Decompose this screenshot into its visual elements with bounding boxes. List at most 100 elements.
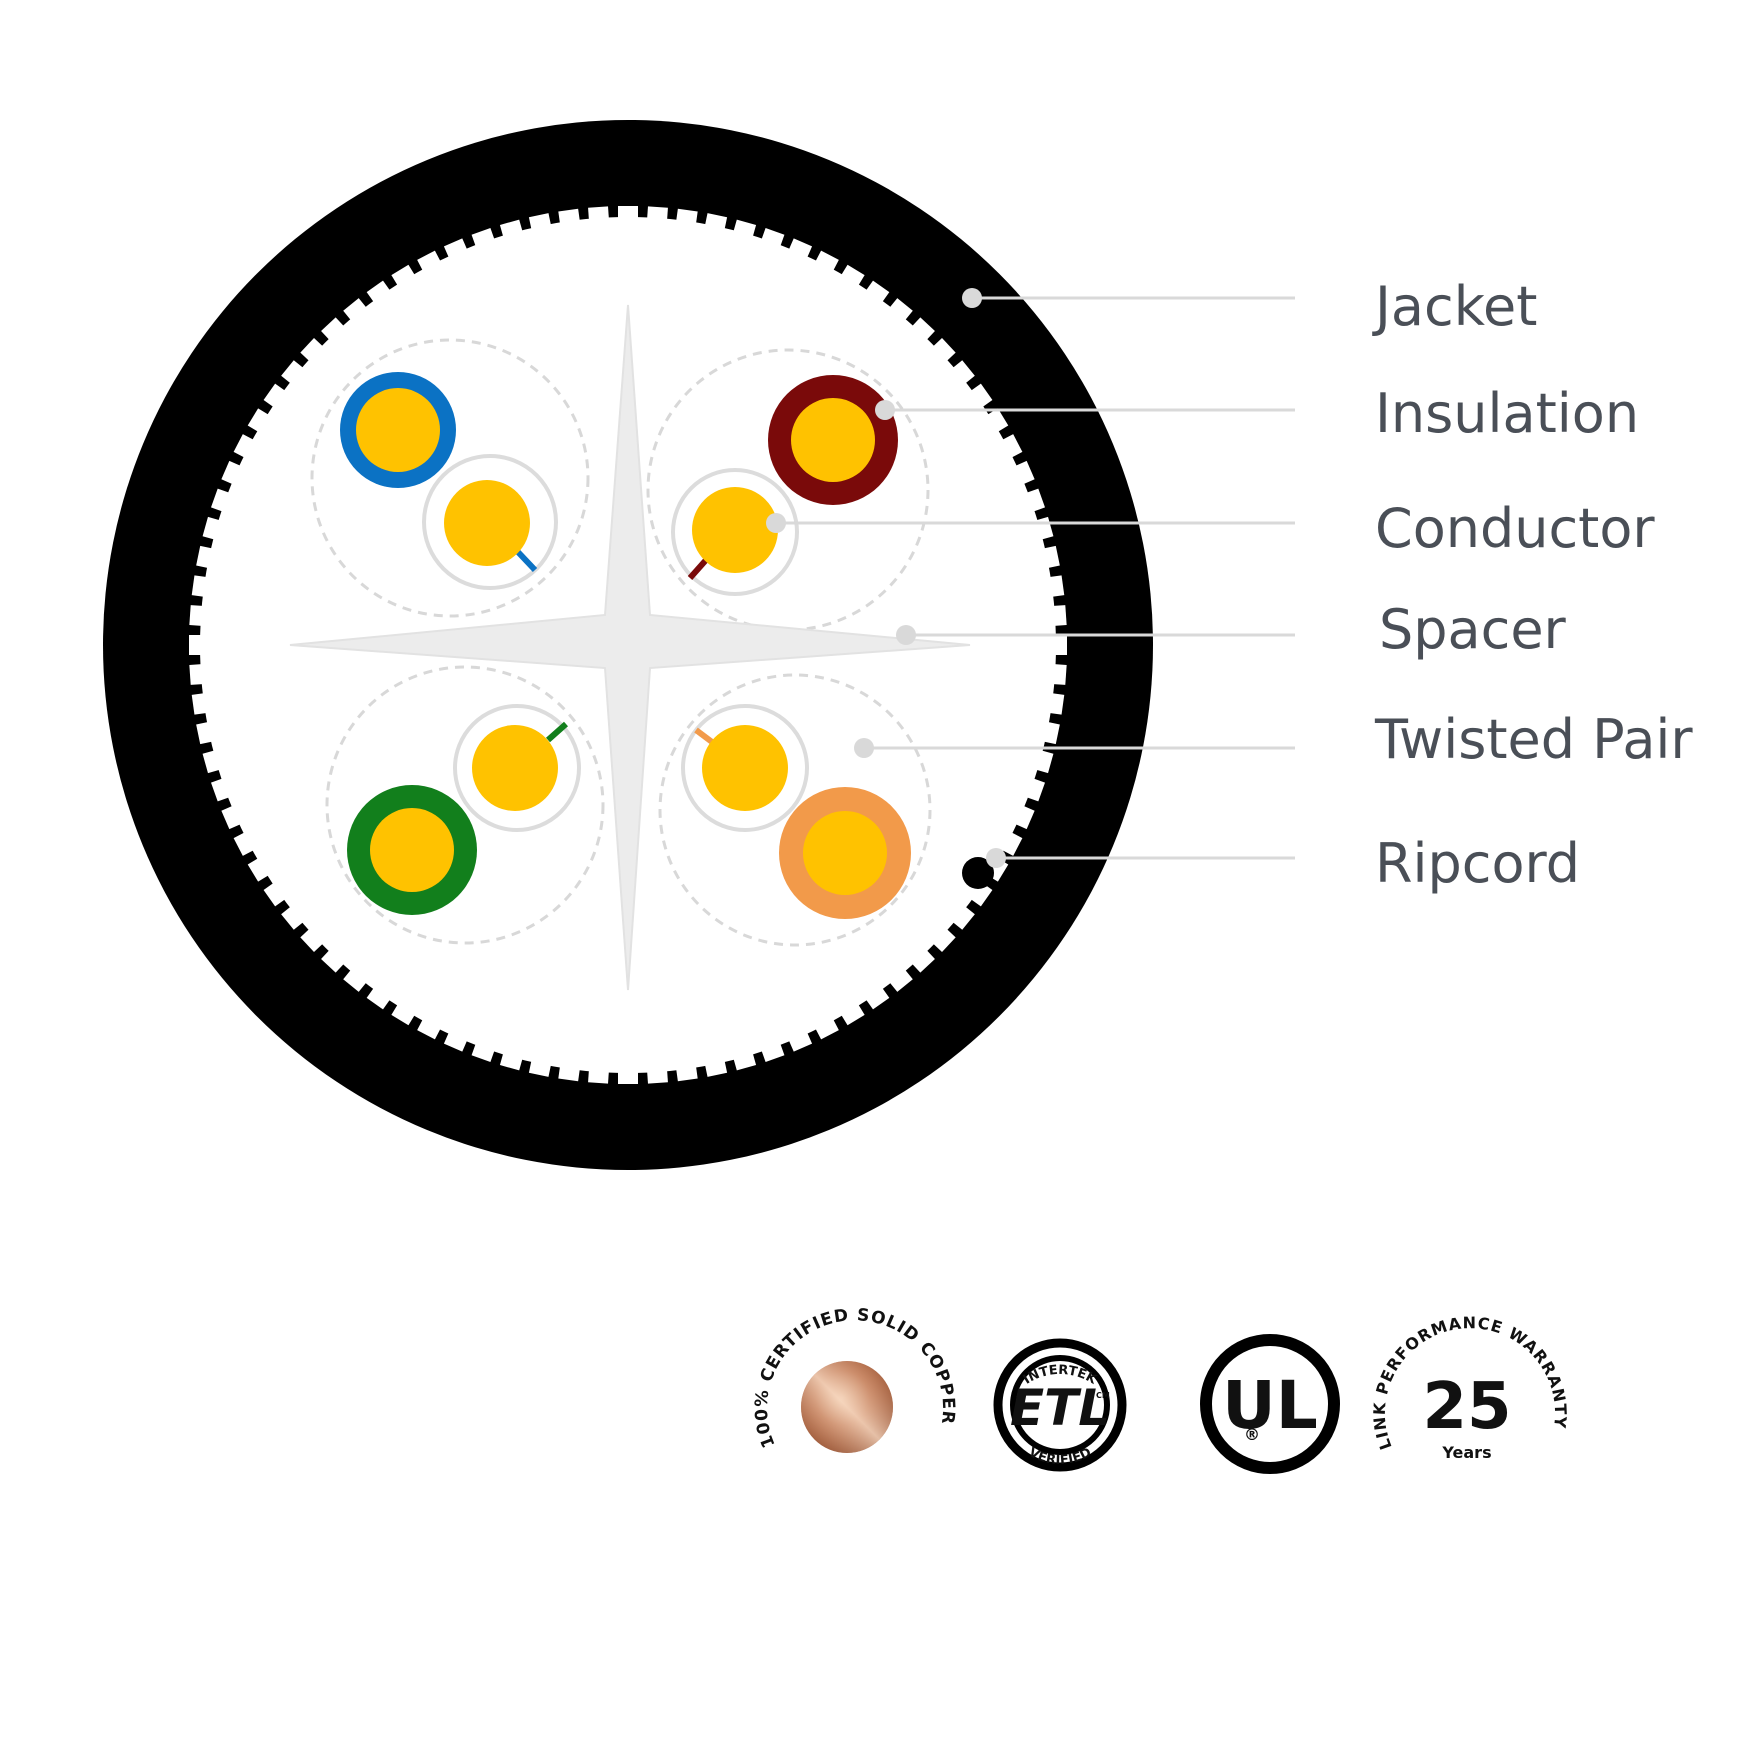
jacket-tooth — [321, 317, 346, 342]
twisted-pair-orange — [681, 704, 911, 919]
warranty-number: 25 — [1422, 1370, 1511, 1444]
spacer-cross — [289, 304, 971, 991]
jacket-tooth — [931, 927, 956, 952]
jacket-tooth — [189, 635, 203, 655]
stripe-brown — [687, 558, 709, 580]
etl-mark: ETL — [1010, 1379, 1110, 1437]
jacket-tooth — [1013, 460, 1035, 485]
jacket-tooth — [985, 408, 1009, 433]
jacket-tooth — [281, 360, 305, 385]
jacket-tooth — [788, 1030, 813, 1052]
jacket-tooth — [417, 1017, 442, 1040]
etl-outer-ring — [993, 1338, 1127, 1472]
label-jacket: Jacket — [1372, 275, 1537, 338]
jacket-tooth — [417, 250, 442, 273]
etl-inner-ring — [1010, 1355, 1110, 1455]
jacket-tooth — [910, 948, 935, 973]
leader-dot-spacer — [896, 625, 916, 645]
jacket-tooth — [300, 338, 325, 363]
jacket-tooth — [618, 206, 638, 220]
jacket-tooth — [300, 927, 325, 952]
jacket-tooth — [221, 805, 243, 830]
copper-coin-shine — [801, 1361, 893, 1453]
conductor — [356, 388, 440, 472]
jacket-tooth — [864, 280, 890, 304]
conductor — [702, 725, 788, 811]
ul-registered-mark: ® — [1244, 1425, 1260, 1444]
label-insulation: Insulation — [1375, 382, 1639, 445]
jacket-tooth — [391, 264, 416, 288]
conductor — [803, 811, 887, 895]
label-conductor: Conductor — [1375, 497, 1655, 560]
conductor — [472, 725, 558, 811]
jacket-tooth — [391, 1002, 416, 1026]
ul-mark: UL — [1222, 1367, 1318, 1444]
jacket-tooth — [951, 905, 975, 930]
jacket-tooth — [840, 1002, 865, 1026]
warranty-badge: LINK PERFORMANCE WARRANTY 25 Years — [1370, 1313, 1569, 1462]
conductor — [444, 480, 530, 566]
jacket-tooth — [247, 408, 271, 433]
jacket-tooth — [1000, 831, 1023, 856]
jacket-tooth — [840, 264, 865, 288]
leader-dot-insulation — [875, 400, 895, 420]
jacket-tooth — [888, 298, 913, 322]
jacket-tooth — [910, 317, 935, 342]
leader-lines — [766, 288, 1295, 868]
jacket-tooth — [951, 360, 975, 385]
label-spacer: Spacer — [1379, 598, 1567, 661]
jacket-tooth — [931, 338, 956, 363]
jacket-tooth — [888, 968, 913, 992]
jacket-tooth — [618, 1070, 638, 1084]
pair-boundary-blue — [310, 338, 590, 618]
jacket-tooth — [247, 857, 271, 882]
leader-dot-twisted-pair — [854, 738, 874, 758]
jacket-tooth — [366, 280, 392, 304]
leader-dot-jacket — [962, 288, 982, 308]
conductor — [370, 808, 454, 892]
jacket-tooth — [969, 383, 993, 409]
certification-badges: 100% CERTIFIED SOLID COPPER INTERTEK VER… — [752, 1305, 1569, 1474]
etl-cm-mark: CM — [1096, 1391, 1110, 1400]
jacket-tooth — [321, 948, 346, 973]
jacket-tooth — [221, 460, 243, 485]
ripcord — [962, 857, 994, 889]
jacket-tooth — [233, 831, 256, 856]
jacket-tooth — [281, 905, 305, 930]
etl-bottom-text: VERIFIED — [1026, 1445, 1094, 1468]
twisted-pair-brown — [671, 375, 898, 596]
conductor — [791, 398, 875, 482]
jacket-tooth — [1053, 635, 1067, 655]
jacket-tooth — [864, 986, 890, 1010]
jacket-tooth — [443, 1030, 468, 1052]
stripe-orange — [694, 727, 714, 745]
stripe-green — [546, 721, 568, 743]
jacket-tooth — [814, 1017, 839, 1040]
leader-dot-conductor — [766, 513, 786, 533]
twisted-pair-blue — [340, 372, 558, 590]
label-twisted-pair: Twisted Pair — [1374, 708, 1693, 771]
stripe-blue — [515, 549, 538, 573]
etl-badge: INTERTEK VERIFIED ETL CM — [993, 1338, 1127, 1472]
jacket-tooth — [969, 881, 993, 907]
jacket-tooth — [263, 383, 287, 409]
warranty-unit: Years — [1441, 1443, 1491, 1462]
jacket-tooth — [1013, 805, 1035, 830]
jacket-tooth — [366, 986, 392, 1010]
ul-ring — [1200, 1334, 1340, 1474]
pair-boundary-brown — [646, 348, 930, 632]
ul-badge: UL ® — [1200, 1334, 1340, 1474]
jacket-tooth — [343, 298, 368, 322]
jacket-tooth — [1000, 434, 1023, 459]
jacket-tooth — [233, 434, 256, 459]
jacket-tooth — [814, 250, 839, 273]
jacket-tooth — [788, 238, 813, 260]
jacket-tooth — [263, 881, 287, 907]
jacket-tooth — [443, 238, 468, 260]
jacket-tooth — [343, 968, 368, 992]
pair-boundary-green — [325, 665, 605, 945]
label-ripcord: Ripcord — [1375, 832, 1580, 895]
pair-boundary-orange — [658, 673, 932, 947]
conductor — [692, 487, 778, 573]
